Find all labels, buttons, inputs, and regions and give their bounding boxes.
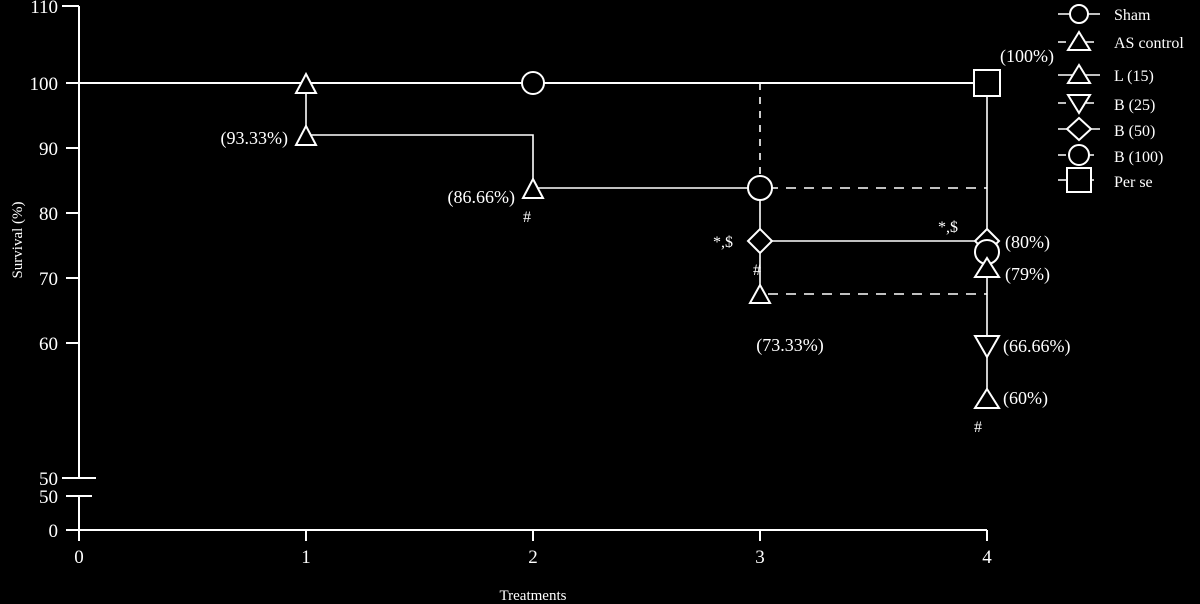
y-tick-label-90: 90: [39, 139, 58, 160]
legend-label-b50: B (50): [1114, 123, 1155, 140]
marker-l15-x4: [973, 256, 1001, 278]
legend-label-sham: Sham: [1114, 7, 1151, 24]
legend-item-b100[interactable]: B (100): [1058, 144, 1163, 166]
y-tick-label-110: 110: [30, 0, 58, 18]
x-tick-label-0: 0: [74, 547, 84, 568]
marker-l15-x1-top: [294, 71, 318, 94]
marker-perse-x4: [973, 69, 1001, 97]
legend-item-as-control[interactable]: AS control: [1058, 30, 1184, 52]
marker-ascontrol-x3: [748, 282, 772, 304]
x-tick-label-4: 4: [982, 547, 992, 568]
marker-sham-x2: [521, 71, 545, 95]
label-60-percent: (60%): [1003, 388, 1048, 409]
sig-mark-star-dollar-x3: *,$: [713, 234, 733, 251]
legend-item-l15[interactable]: L (15): [1058, 63, 1154, 85]
marker-b50-x3: [746, 227, 774, 255]
legend-label-b100: B (100): [1114, 149, 1163, 166]
label-100-percent: (100%): [1000, 46, 1054, 67]
y-tick-label-80: 80: [39, 204, 58, 225]
legend-item-b50[interactable]: B (50): [1058, 116, 1155, 142]
y-tick-label-0: 0: [49, 521, 59, 542]
sig-mark-hash-x3: #: [753, 262, 761, 279]
label-73-33-percent: (73.33%): [756, 335, 823, 356]
legend: Sham AS control L (15) B (25): [1058, 4, 1184, 193]
legend-label-as-control: AS control: [1114, 35, 1184, 52]
legend-label-b25: B (25): [1114, 97, 1155, 114]
label-80-percent: (80%): [1005, 232, 1050, 253]
marker-b100-x3: [747, 175, 773, 201]
y-tick-label-100: 100: [30, 74, 59, 95]
x-tick-label-3: 3: [755, 547, 765, 568]
x-axis-title: Treatments: [500, 588, 567, 604]
marker-l15-x1: [294, 123, 318, 146]
sig-mark-star-dollar-x4: *,$: [938, 219, 958, 236]
sig-mark-hash-x4: #: [974, 419, 982, 436]
x-axis: [78, 529, 988, 541]
y-axis-title: Survival (%): [10, 201, 26, 278]
circle-icon: [1068, 144, 1090, 166]
sig-mark-hash-x2: #: [523, 209, 531, 226]
square-icon: [1066, 167, 1092, 193]
legend-item-sham[interactable]: Sham: [1058, 4, 1151, 24]
triangle-up-icon: [1066, 63, 1092, 84]
label-79-percent: (79%): [1005, 264, 1050, 285]
triangle-up-icon: [1066, 30, 1092, 51]
y-tick-label-60: 60: [39, 334, 58, 355]
legend-item-b25[interactable]: B (25): [1058, 94, 1155, 115]
x-tick-label-2: 2: [528, 547, 538, 568]
legend-item-per-se[interactable]: Per se: [1058, 167, 1153, 193]
label-66-66-percent: (66.66%): [1003, 336, 1070, 357]
x-tick-label-1: 1: [301, 547, 311, 568]
label-86-66-percent: (86.66%): [448, 187, 515, 208]
legend-label-per-se: Per se: [1114, 174, 1153, 191]
legend-label-l15: L (15): [1114, 68, 1154, 85]
y-tick-label-50: 50: [39, 469, 58, 490]
marker-ascontrol-x4: [973, 387, 1001, 409]
label-93-33-percent: (93.33%): [221, 128, 288, 149]
y-tick-label-70: 70: [39, 269, 58, 290]
y-tick-label-50-lower: 50: [39, 487, 58, 508]
diamond-icon: [1065, 116, 1093, 142]
series-line-l15-step-x2: [306, 134, 534, 188]
marker-b25-x4: [973, 335, 1001, 360]
triangle-down-icon: [1066, 94, 1092, 115]
marker-l15-x2: [521, 176, 545, 199]
circle-icon: [1069, 4, 1089, 24]
y-axis: [62, 5, 96, 531]
